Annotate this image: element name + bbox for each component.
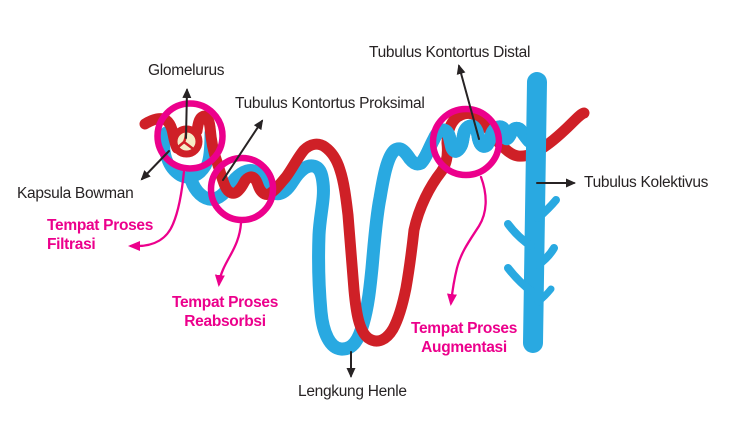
label-glomerulus: Glomelurus (148, 62, 225, 79)
label-filtration: Tempat Proses Filtrasi (47, 216, 153, 254)
collecting-duct-branch (504, 264, 535, 295)
highlight-circles-group (154, 100, 503, 224)
collecting-duct-group (414, 72, 560, 353)
label-augmentation-line1: Tempat Proses (410, 320, 518, 337)
proximal-arrow (222, 119, 264, 181)
filtration-arrow (128, 169, 186, 251)
highlight-circle-glomerulus (154, 100, 226, 172)
collecting-duct-branch (534, 244, 558, 269)
bowman-arrow (140, 150, 170, 181)
label-collecting-duct: Tubulus Kolektivus (584, 174, 709, 191)
collecting-duct-trunk (523, 72, 547, 353)
label-augmentation: Tempat Proses Augmentasi (395, 319, 533, 357)
label-reabsorption-line2: Reabsorbsi (184, 313, 266, 330)
highlight-circle-proximal (207, 154, 277, 224)
highlight-circle-distal (429, 105, 503, 179)
label-henle-loop: Lengkung Henle (298, 383, 407, 400)
label-arrows-group (140, 64, 576, 378)
glomerulus-arrow (182, 88, 192, 139)
augmentation-arrow (447, 175, 487, 306)
label-filtration-line1: Tempat Proses (47, 217, 154, 234)
distal-arrow (456, 64, 480, 140)
label-augmentation-line2: Augmentasi (421, 339, 507, 356)
process-arrows-group (128, 169, 487, 306)
label-filtration-line2: Filtrasi (47, 236, 96, 253)
label-reabsorption: Tempat Proses Reabsorbsi (156, 293, 294, 331)
label-distal-tubule: Tubulus Kontortus Distal (369, 44, 531, 61)
collecting-duct-branch (534, 285, 555, 306)
collecting-duct-branch (534, 196, 560, 222)
label-bowman-capsule: Kapsula Bowman (17, 185, 134, 202)
label-proximal-tubule: Tubulus Kontortus Proksimal (235, 95, 425, 112)
label-reabsorption-line1: Tempat Proses (171, 294, 279, 311)
reabsorption-arrow (214, 221, 243, 287)
collecting-duct-branch (504, 220, 535, 250)
